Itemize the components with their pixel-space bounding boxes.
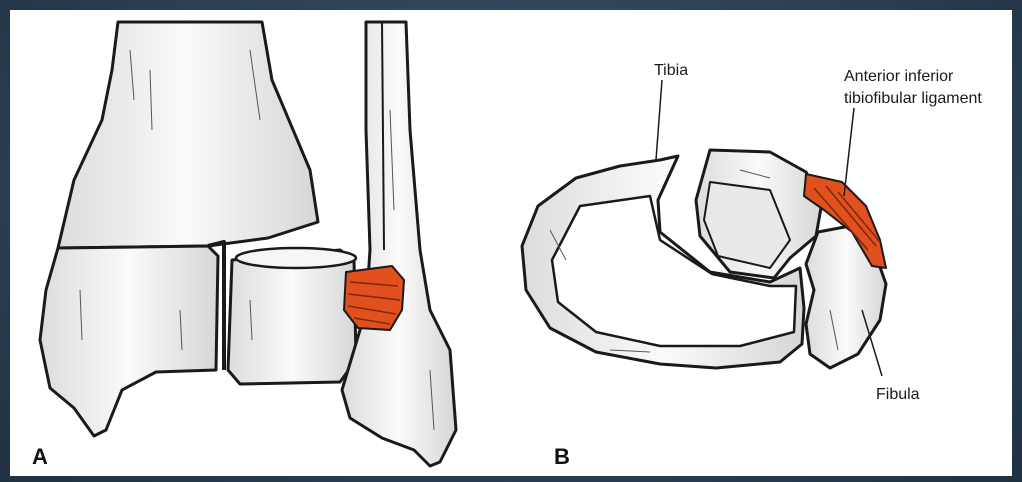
fibula-label: Fibula [876, 386, 920, 404]
panel-b-label: B [554, 444, 570, 470]
ligament-a [344, 266, 404, 330]
tibia-shaft [58, 22, 318, 248]
ligament-label-line2: tibiofibular ligament [844, 90, 982, 108]
fibula-shaft [342, 22, 456, 466]
tibia-lower [40, 246, 218, 436]
ligament-label-line1: Anterior inferior [844, 68, 953, 86]
tibia-label: Tibia [654, 62, 688, 80]
tibia-leader [656, 80, 662, 160]
panel-b-drawing [522, 150, 886, 368]
figure-canvas: Tibia Anterior inferior tibiofibular lig… [10, 10, 1012, 476]
panel-a-drawing [40, 22, 456, 466]
talus-block [228, 250, 356, 384]
panel-a-label: A [32, 444, 48, 470]
ligament-leader [844, 108, 854, 196]
